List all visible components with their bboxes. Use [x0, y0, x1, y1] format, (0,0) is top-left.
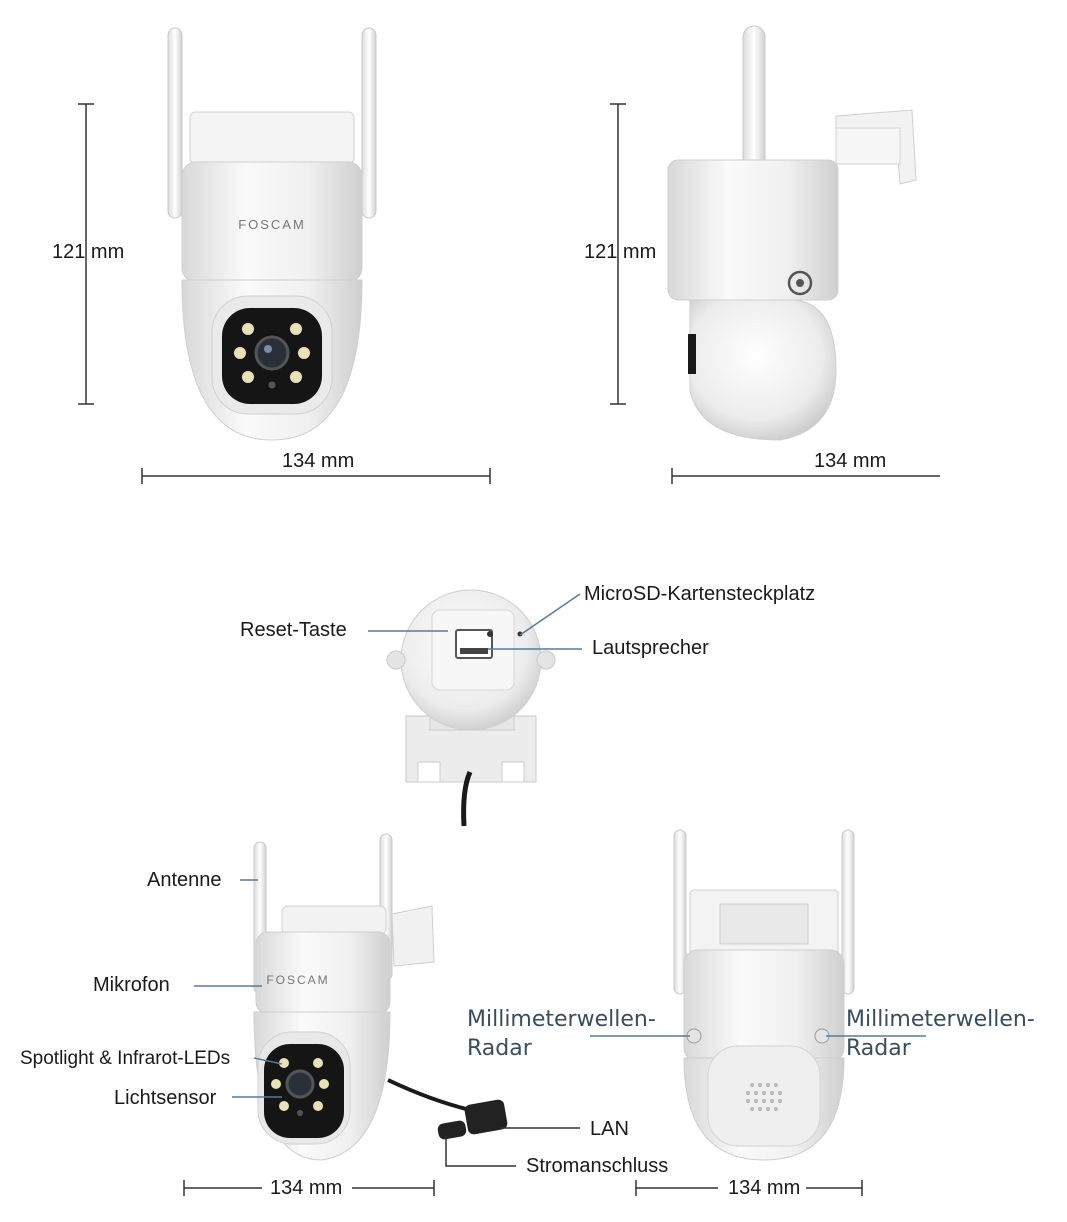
reset-button [487, 631, 493, 637]
front-height-label: 121 mm [52, 241, 125, 263]
power-connector [437, 1120, 467, 1140]
side-width-label: 134 mm [814, 450, 887, 472]
rear-width-label: 134 mm [728, 1177, 801, 1199]
spotlight-callout: Spotlight & Infrarot-LEDs [20, 1048, 231, 1069]
antenna [167, 27, 183, 219]
cable [387, 1078, 471, 1112]
rear-width-dimension [635, 1180, 863, 1196]
lens [254, 335, 290, 371]
antenna-callout: Antenne [147, 869, 222, 891]
light-sensor-callout: Lichtsensor [114, 1087, 217, 1109]
lens [285, 1069, 315, 1099]
side-height-dimension [610, 103, 626, 405]
spotlight-leader [253, 1057, 283, 1065]
power-leader [445, 1136, 516, 1167]
speaker-callout: Lautsprecher [592, 637, 709, 659]
angled-width-dimension [183, 1180, 435, 1196]
wall-bracket [391, 905, 435, 967]
front-width-label: 134 mm [282, 450, 355, 472]
side-width-dimension [671, 468, 940, 484]
angled-width-label: 134 mm [270, 1177, 343, 1199]
mount-bracket [189, 111, 355, 165]
antenna [673, 829, 687, 995]
radar-left-line-2: Radar [467, 1036, 532, 1061]
led-ring [234, 323, 310, 389]
camera-housing [667, 159, 839, 301]
lan-callout: LAN [590, 1118, 629, 1140]
speaker-grille [746, 1083, 782, 1111]
side-height-label: 121 mm [584, 241, 657, 263]
microsd-leader [519, 593, 581, 636]
power-cable [461, 770, 473, 827]
power-callout: Stromanschluss [526, 1155, 669, 1177]
antenna [361, 27, 377, 219]
radar-icon [787, 270, 813, 296]
front-height-dimension [78, 103, 94, 405]
microphone-callout: Mikrofon [93, 974, 170, 996]
camera-housing [683, 949, 845, 1063]
front-view-camera: FOSCAM [167, 27, 377, 441]
speaker-hole [517, 631, 523, 637]
bracket-arm [835, 127, 901, 165]
radar-right-line-1: Millimeterwellen- [846, 1007, 1035, 1032]
camera-head [689, 299, 837, 441]
radar-left-line-1: Millimeterwellen- [467, 1007, 656, 1032]
front-width-dimension [141, 468, 491, 484]
brand-logo: FOSCAM [266, 973, 329, 987]
microsd-callout: MicroSD-Kartensteckplatz [584, 583, 816, 605]
lan-connector [464, 1099, 508, 1135]
rear-view-camera [673, 829, 855, 1161]
radar-right-line-2: Radar [846, 1036, 911, 1061]
radar-left-callout: Millimeterwellen- Radar [467, 1005, 656, 1063]
brand-logo: FOSCAM [238, 217, 306, 232]
side-view-camera [667, 25, 917, 441]
antenna [841, 829, 855, 995]
reset-callout: Reset-Taste [240, 619, 347, 641]
angled-view-camera: FOSCAM [253, 833, 508, 1161]
radar-right-callout: Millimeterwellen- Radar [846, 1005, 1035, 1063]
bottom-view-camera [386, 589, 556, 827]
